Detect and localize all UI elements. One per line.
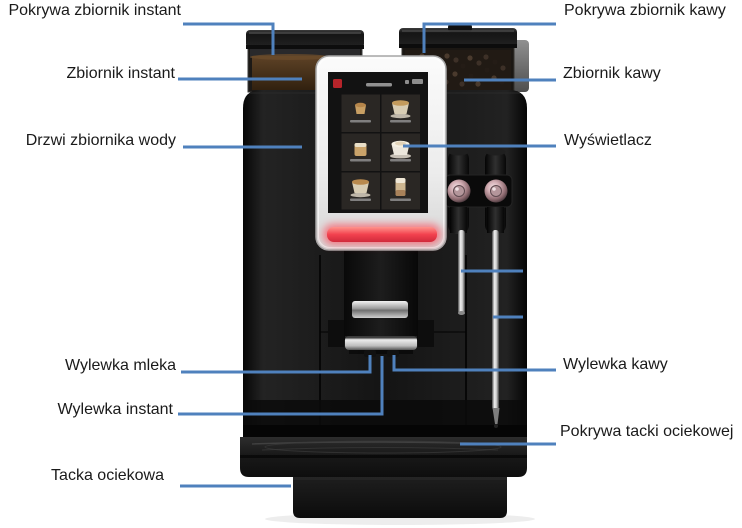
spout-chrome-plate [345,336,417,350]
frother-knob-right [484,179,508,203]
coffee-cup-icon [390,100,411,123]
status-icon [405,80,409,84]
milk-spout-nozzle [364,350,376,357]
label-wyswietlacz: Wyświetlacz [564,132,652,149]
label-drzwi-zbiornika-wody: Drzwi zbiornika wody [25,132,176,149]
coffee-hopper-lid [399,28,517,48]
screen-title-text [366,83,392,87]
label-wylewka-instant: Wylewka instant [57,401,173,418]
dispensing-spout-assembly [344,248,418,357]
drip-tray-base [293,477,507,518]
label-pokrywa-zbiornik-kawy: Pokrywa zbiornik kawy [564,2,726,19]
label-wylewka-mleka: Wylewka mleka [65,357,176,374]
drink-tile-grid [341,94,420,210]
touchscreen-panel [315,55,447,251]
latte-glass-icon [390,178,411,201]
pointer-line-wylewka-kawy [392,355,556,372]
red-brand-badge-icon [333,79,342,88]
red-light-strip [323,224,441,245]
pointer-line-pokrywa-zbiornik-kawy [422,22,556,53]
pointer-line-wylewka-mleka [181,355,372,374]
coffee-cup-icon-2 [350,179,371,201]
pointer-lines [178,22,556,488]
coffee-spout-nozzle [387,350,399,357]
label-zbiornik-kawy: Zbiornik kawy [563,65,661,82]
spout-chrome-band [352,301,408,318]
pointer-line-wylewka-instant [178,356,384,416]
espresso-cup-icon [350,102,371,123]
label-zbiornik-instant: Zbiornik instant [66,65,176,82]
label-pokrywa-tacki-ociekowej: Pokrywa tacki ociekowej [560,423,734,440]
milk-frother-unit [444,148,513,428]
clock-text [412,79,423,84]
label-pokrywa-zbiornik-instant: Pokrywa zbiornik instant [8,2,181,19]
screen-top-bar [333,79,423,88]
label-tacka-ociekowa: Tacka ociekowa [51,467,164,484]
pointer-line-pokrywa-zbiornik-instant [183,22,275,55]
instant-hopper-lid [246,30,364,48]
steam-pipe [492,230,500,428]
frother-knob-left [447,179,471,203]
coffee-glass-icon [350,143,371,162]
label-wylewka-kawy: Wylewka kawy [563,356,668,373]
